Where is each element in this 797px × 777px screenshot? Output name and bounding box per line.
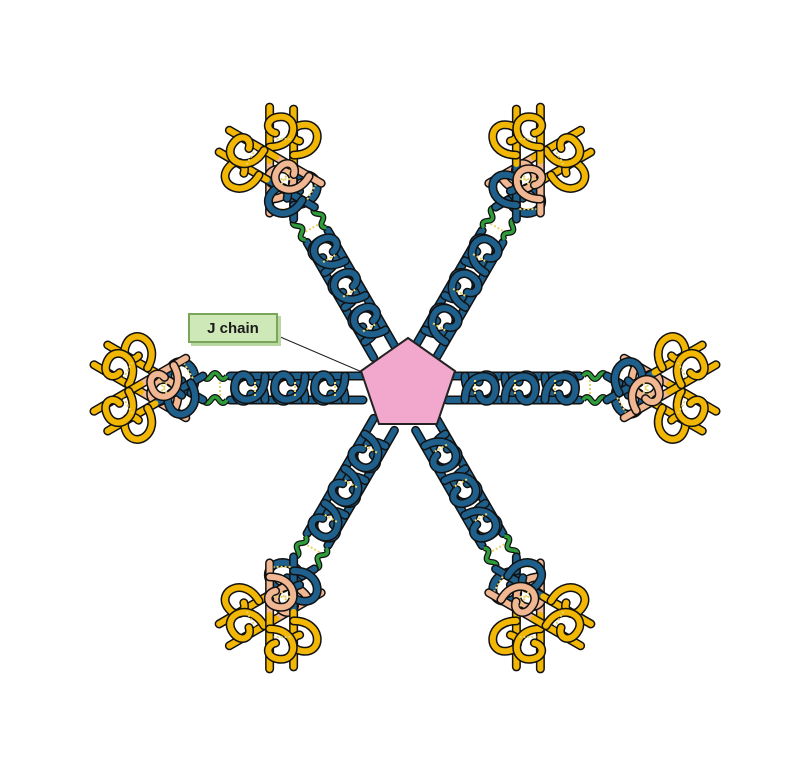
j-chain-label: J chain <box>188 313 278 343</box>
antibody-arm <box>447 324 717 453</box>
antibody-arm <box>193 392 439 690</box>
j-chain-leader-line <box>278 336 362 372</box>
antibody-arm <box>370 392 616 690</box>
